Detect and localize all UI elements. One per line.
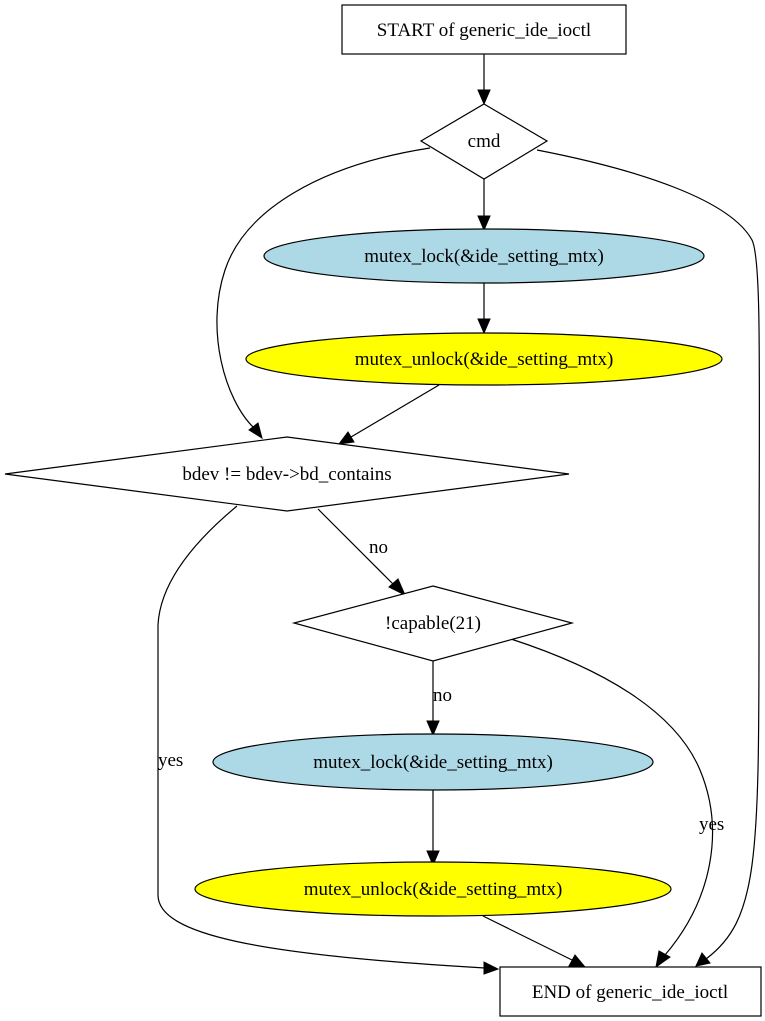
- edge-capable-to-end-yes: [510, 638, 714, 969]
- end-node-box: [499, 966, 762, 1017]
- bdev-check-decision: bdev != bdev->bd_contains: [4, 436, 570, 512]
- edge-bdev-to-end-yes: [157, 505, 500, 975]
- capable-check-decision-shape: [291, 585, 575, 662]
- start-node-label: START of generic_ide_ioctl: [377, 20, 591, 41]
- mutex-unlock-node-2-label: mutex_unlock(&ide_setting_mtx): [304, 879, 563, 900]
- capable-check-decision-label: !capable(21): [385, 613, 481, 634]
- mutex-lock-node-2-shape: [212, 733, 654, 791]
- nodes: START of generic_ide_ioctl cmd mutex_loc…: [4, 4, 762, 1017]
- cmd-decision-label: cmd: [468, 131, 501, 152]
- edge-label-bdev-no: no: [369, 537, 388, 558]
- edge-cmd-to-end: [536, 149, 761, 967]
- mutex-lock-node-1: mutex_lock(&ide_setting_mtx): [263, 228, 705, 284]
- start-node-box: [341, 4, 627, 55]
- edge-cmd-to-bdev-check: [216, 147, 431, 440]
- edge-cmd-to-lock-1: [477, 179, 491, 232]
- edge-label-bdev-yes: yes: [158, 750, 183, 771]
- edge-label-capable-yes: yes: [699, 814, 724, 835]
- mutex-lock-node-2-label: mutex_lock(&ide_setting_mtx): [313, 752, 553, 773]
- end-node-label: END of generic_ide_ioctl: [532, 982, 728, 1003]
- capable-check-decision: !capable(21): [291, 585, 575, 662]
- bdev-check-decision-shape: [4, 436, 570, 512]
- mutex-unlock-node-1: mutex_unlock(&ide_setting_mtx): [245, 332, 723, 386]
- end-node: END of generic_ide_ioctl: [499, 966, 762, 1017]
- bdev-check-decision-label: bdev != bdev->bd_contains: [182, 464, 391, 485]
- edge-unlock-1-to-bdev-check: [337, 384, 440, 445]
- cmd-decision-shape: [419, 103, 549, 180]
- edge-unlock-2-to-end: [482, 915, 587, 968]
- edge-bdev-to-capable-no: [317, 508, 407, 597]
- mutex-unlock-node-1-label: mutex_unlock(&ide_setting_mtx): [355, 349, 614, 370]
- edge-label-capable-no: no: [433, 685, 452, 706]
- mutex-unlock-node-1-shape: [245, 332, 723, 386]
- edge-start-to-cmd: [477, 54, 491, 106]
- cmd-decision: cmd: [419, 103, 549, 180]
- mutex-lock-node-2: mutex_lock(&ide_setting_mtx): [212, 733, 654, 791]
- mutex-lock-node-1-shape: [263, 228, 705, 284]
- edges: [157, 54, 761, 975]
- edge-capable-to-lock-2-no: [426, 661, 440, 737]
- edge-labels: no yes no yes: [158, 537, 724, 835]
- edge-lock-2-to-unlock-2: [426, 790, 440, 867]
- edge-lock-1-to-unlock-1: [477, 283, 491, 335]
- mutex-lock-node-1-label: mutex_lock(&ide_setting_mtx): [364, 246, 604, 267]
- mutex-unlock-node-2-shape: [194, 861, 672, 917]
- mutex-unlock-node-2: mutex_unlock(&ide_setting_mtx): [194, 861, 672, 917]
- start-node: START of generic_ide_ioctl: [341, 4, 627, 55]
